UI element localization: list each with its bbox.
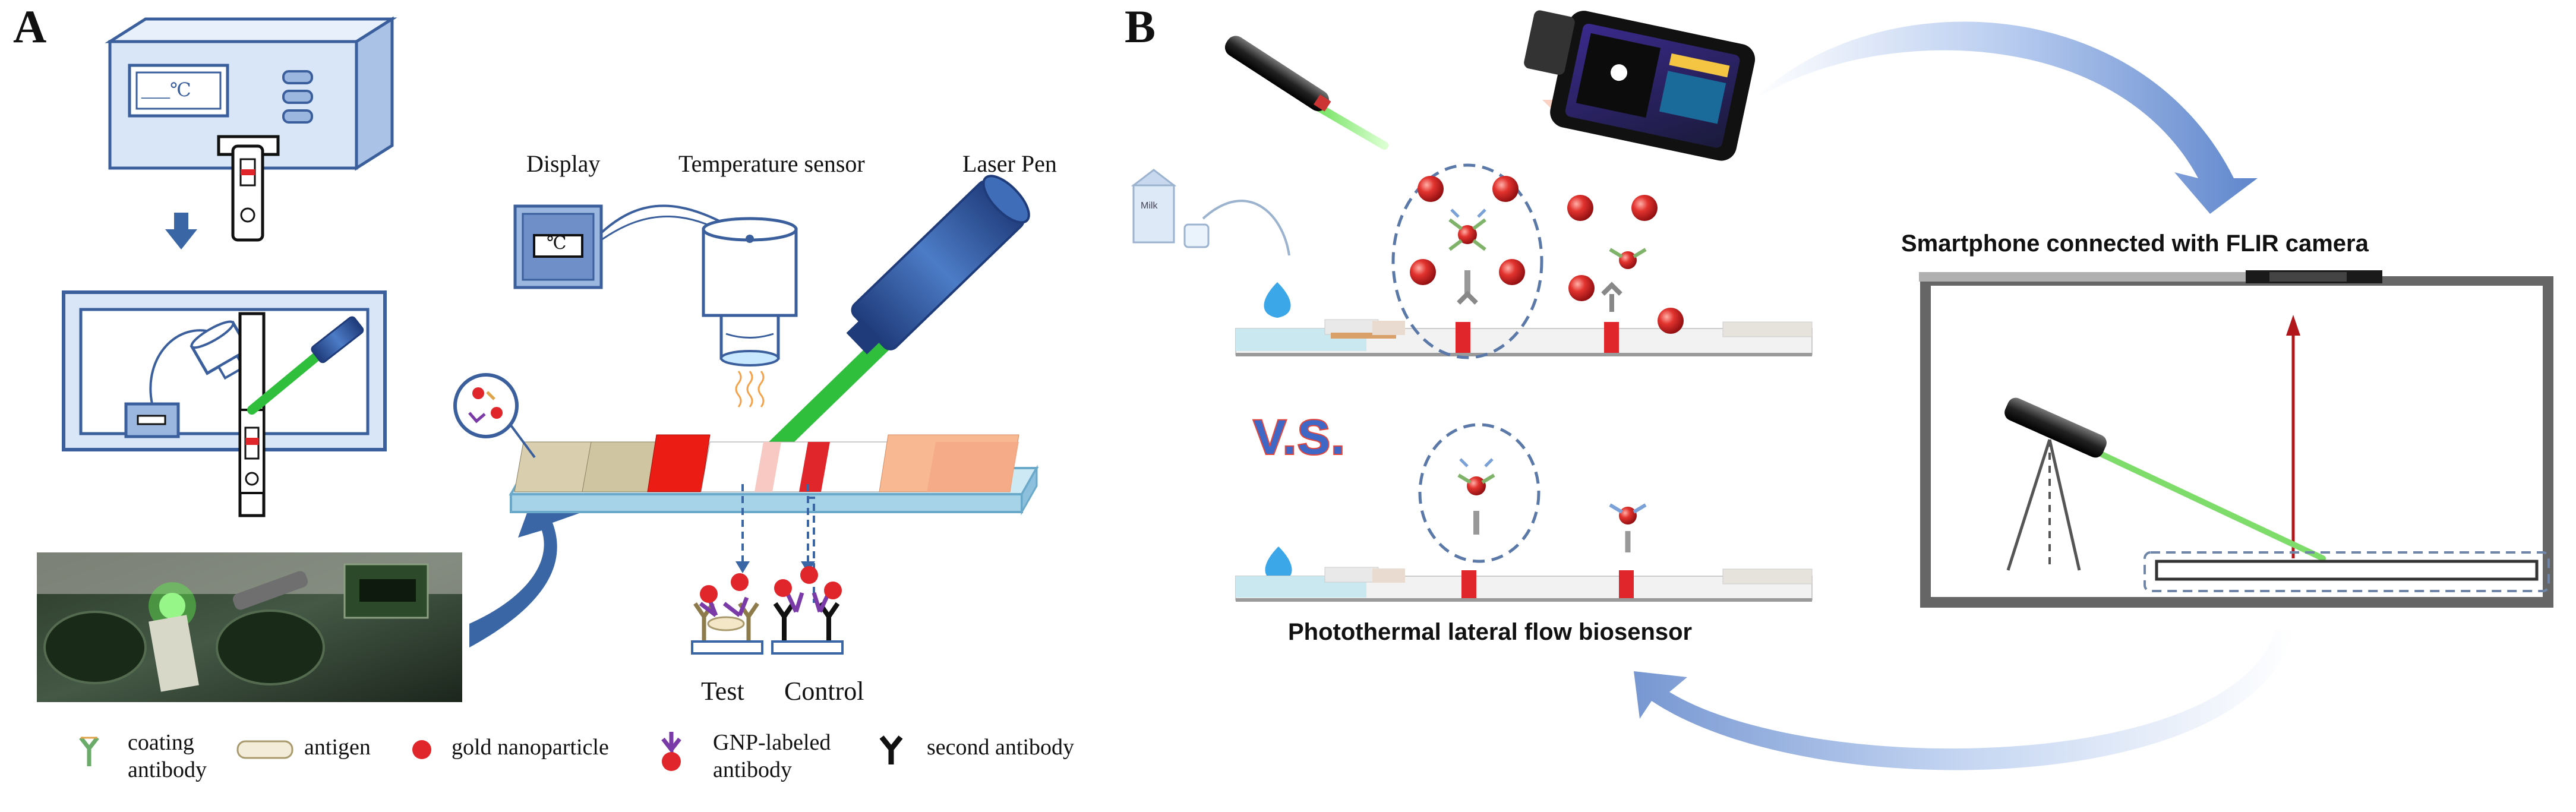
legend-gold-nanoparticle: gold nanoparticle [452,735,609,760]
temp-sensor-label: Temperature sensor [678,150,865,177]
magnifier-bubble [453,373,536,459]
device-display-text: ___℃ [141,79,191,100]
lateral-flow-strip [509,434,1039,516]
laser-pen-b [1224,36,1388,150]
laser-pen-label: Laser Pen [962,150,1057,177]
strip-b-bottom [1235,567,1813,602]
gnp-cluster-top [1391,163,1684,359]
phone-with-flir [1524,10,1756,161]
display-box [513,204,603,289]
control-label: Control [784,677,864,706]
heating-device [105,16,397,242]
legend-gnp-labeled-antibody: GNP-labeled antibody [713,730,831,782]
test-control-glyphs [691,566,844,655]
inner-setup [62,290,387,517]
legend-glyphs [79,732,903,771]
down-arrow [165,213,197,249]
setup-photo [37,552,462,702]
panel-a-letter: A [13,1,47,52]
milk-sample [1131,169,1292,582]
panel-b-letter: B [1125,1,1156,52]
gnp-cluster-bottom [1418,423,1647,563]
curved-arrow-a [469,475,589,647]
vs-label: V.S. [1252,409,1346,466]
heat-waves [735,371,765,407]
milk-label: Milk [1141,201,1158,211]
strip-b-top [1235,319,1813,356]
flir-enclosure [1919,270,2553,608]
arrow-bottom [1634,630,2293,770]
test-label: Test [701,677,744,706]
temperature-sensor [702,217,798,366]
smartphone-label: Smartphone connected with FLIR camera [1901,230,2369,257]
legend-antigen: antigen [304,735,371,760]
biosensor-label: Photothermal lateral flow biosensor [1288,619,1693,645]
display-readout: ℃ [547,233,567,253]
legend-coating-antibody: coating antibody [128,730,207,782]
legend-second-antibody: second antibody [927,735,1075,760]
arrow-top [1753,21,2258,214]
laser-pen-a [744,175,1030,478]
display-label: Display [526,150,601,177]
